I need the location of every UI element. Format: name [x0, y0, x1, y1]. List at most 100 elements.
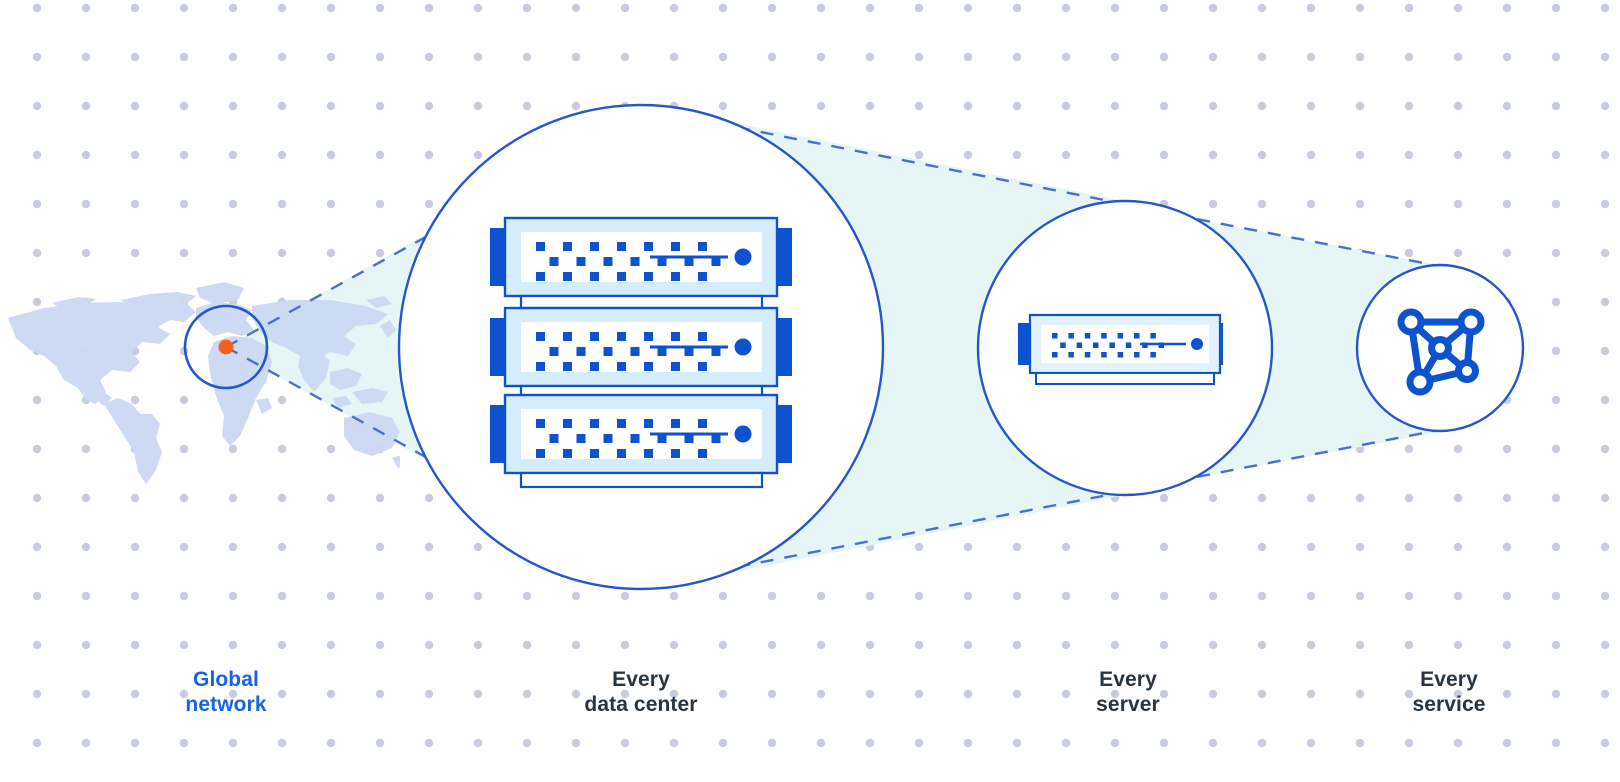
- grid-dot: [1551, 542, 1561, 552]
- grid-dot: [81, 689, 91, 699]
- vent-dot: [644, 419, 653, 428]
- grid-dot: [228, 199, 238, 209]
- grid-dot: [424, 640, 434, 650]
- grid-dot: [522, 738, 532, 748]
- grid-dot: [326, 640, 336, 650]
- vent-dot: [630, 434, 640, 443]
- grid-dot: [718, 3, 728, 13]
- vent-dot: [563, 419, 572, 428]
- grid-dot: [522, 101, 532, 111]
- grid-dot: [1551, 346, 1561, 356]
- grid-dot: [1061, 52, 1071, 62]
- vent-dot: [698, 242, 707, 251]
- vent-dot: [1068, 333, 1074, 339]
- grid-dot: [1159, 542, 1169, 552]
- grid-dot: [1159, 591, 1169, 601]
- grid-dot: [1208, 150, 1218, 160]
- vent-dot: [1101, 333, 1107, 339]
- grid-dot: [228, 640, 238, 650]
- grid-dot: [179, 3, 189, 13]
- vent-dot: [1134, 333, 1140, 339]
- vent-dot: [657, 347, 667, 356]
- grid-dot: [375, 101, 385, 111]
- grid-dot: [914, 150, 924, 160]
- vent-dot: [698, 332, 707, 341]
- vent-dot: [576, 434, 586, 443]
- stage-label-global-network-line-1: Global: [193, 668, 259, 691]
- grid-dot: [473, 542, 483, 552]
- grid-dot: [1600, 150, 1610, 160]
- grid-dot: [277, 689, 287, 699]
- grid-dot: [1551, 150, 1561, 160]
- grid-dot: [1208, 52, 1218, 62]
- rack-base-plinth: [519, 471, 764, 489]
- grid-dot: [424, 493, 434, 503]
- grid-dot: [1012, 3, 1022, 13]
- vent-dot: [576, 257, 586, 266]
- grid-dot: [620, 52, 630, 62]
- grid-dot: [1404, 591, 1414, 601]
- grid-dot: [81, 542, 91, 552]
- vent-dot: [698, 362, 707, 371]
- vent-dot: [671, 272, 680, 281]
- grid-dot: [277, 395, 287, 405]
- vent-dot: [630, 257, 640, 266]
- grid-dot: [277, 640, 287, 650]
- grid-dot: [32, 689, 42, 699]
- vent-dot: [536, 362, 545, 371]
- vent-dot: [536, 272, 545, 281]
- world-map-icon: [8, 282, 400, 484]
- grid-dot: [32, 542, 42, 552]
- vent-dot: [536, 449, 545, 458]
- vent-dot: [603, 347, 613, 356]
- grid-dot: [1551, 3, 1561, 13]
- grid-dot: [1110, 52, 1120, 62]
- grid-dot: [1551, 640, 1561, 650]
- rack-unit-3-led: [734, 425, 752, 443]
- grid-dot: [1453, 493, 1463, 503]
- vent-dot: [1109, 342, 1115, 348]
- grid-dot: [767, 101, 777, 111]
- vent-dot: [1117, 352, 1124, 358]
- grid-dot: [1551, 297, 1561, 307]
- grid-dot: [1600, 738, 1610, 748]
- grid-dot: [1257, 640, 1267, 650]
- grid-dot: [1208, 199, 1218, 209]
- grid-dot: [1159, 493, 1169, 503]
- grid-dot: [1208, 542, 1218, 552]
- grid-dot: [718, 640, 728, 650]
- stage-label-service-line-1: Every: [1420, 668, 1478, 691]
- grid-dot: [865, 3, 875, 13]
- circle-global-network[interactable]: [183, 304, 269, 390]
- grid-dot: [1110, 3, 1120, 13]
- grid-dot: [81, 52, 91, 62]
- grid-dot: [963, 689, 973, 699]
- stage-label-server-line-1: Every: [1099, 668, 1157, 691]
- vent-dot: [617, 242, 626, 251]
- grid-dot: [1110, 542, 1120, 552]
- grid-dot: [1061, 591, 1071, 601]
- grid-dot: [32, 444, 42, 454]
- grid-dot: [277, 52, 287, 62]
- grid-dot: [1306, 591, 1316, 601]
- grid-dot: [473, 738, 483, 748]
- grid-dot: [669, 591, 679, 601]
- vent-dot: [1093, 342, 1099, 348]
- grid-dot: [179, 395, 189, 405]
- grid-dot: [1257, 199, 1267, 209]
- grid-dot: [1453, 150, 1463, 160]
- grid-dot: [277, 738, 287, 748]
- grid-dot: [32, 101, 42, 111]
- grid-dot: [1257, 52, 1267, 62]
- grid-dot: [1012, 150, 1022, 160]
- grid-dot: [32, 199, 42, 209]
- rack-unit-1-vents: [536, 242, 721, 281]
- mesh-node-top-right: [1457, 308, 1485, 336]
- grid-dot: [1600, 591, 1610, 601]
- grid-dot: [1306, 199, 1316, 209]
